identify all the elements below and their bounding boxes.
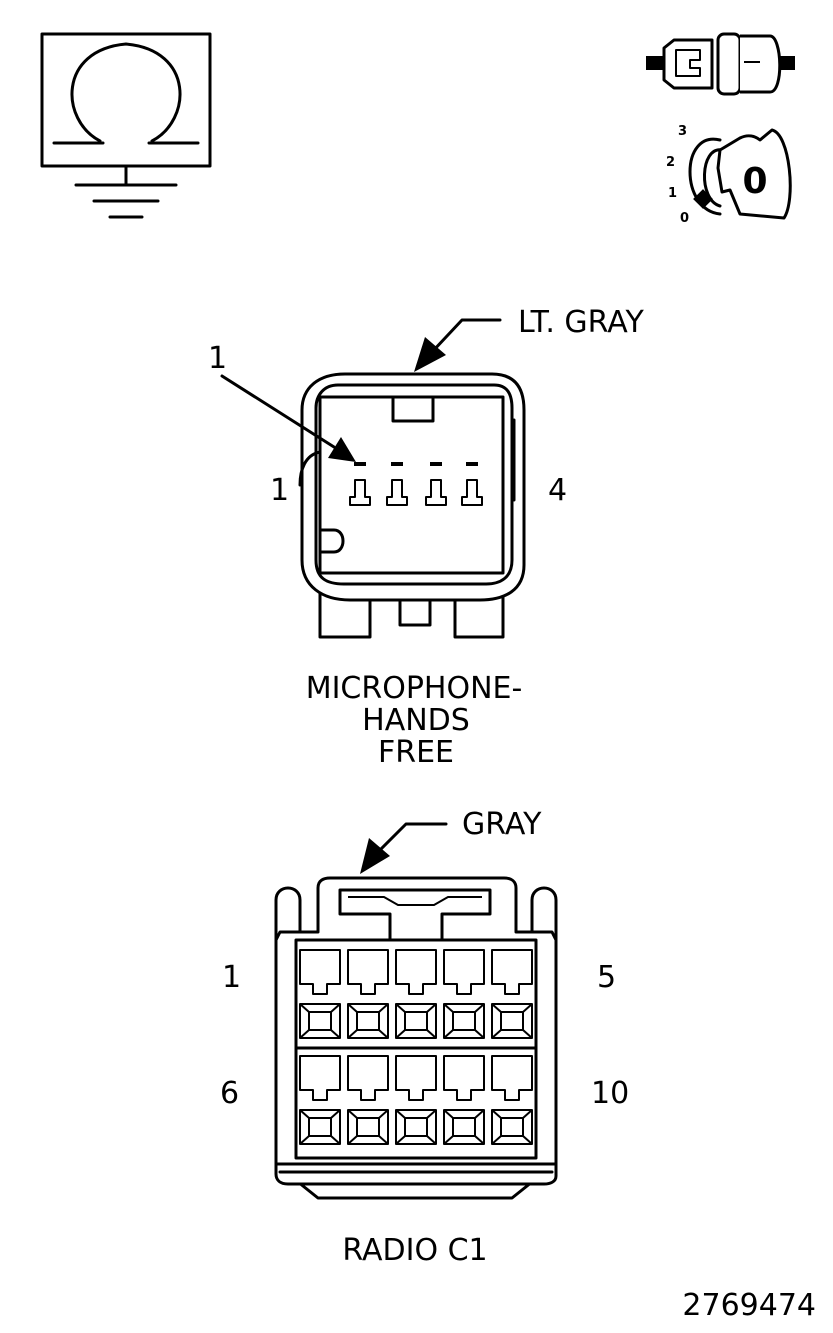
radio-connector-name: RADIO C1 — [342, 1233, 487, 1268]
radio-connector — [274, 876, 558, 1200]
microphone-pins — [349, 462, 483, 506]
microphone-color-label: LT. GRAY — [518, 305, 644, 340]
radio-cavity-2 — [347, 949, 389, 1039]
microphone-connector — [220, 318, 526, 639]
radio-cavity-6 — [299, 1055, 341, 1145]
radio-cavity-3 — [395, 949, 437, 1039]
disconnected-connector-icon — [646, 32, 795, 96]
radio-cavity-10 — [491, 1055, 533, 1145]
radio-color-label: GRAY — [462, 807, 542, 842]
microphone-name-line-1: MICROPHONE- — [306, 671, 523, 706]
radio-pin-6-label: 6 — [220, 1076, 239, 1111]
radio-pin-1-label: 1 — [222, 960, 241, 995]
ignition-position-0: 0 — [680, 211, 689, 226]
microphone-pin-1-label: 1 — [270, 473, 289, 508]
ohmmeter-ground-icon — [40, 32, 212, 219]
radio-cavity-4 — [443, 949, 485, 1039]
radio-cavity-9 — [443, 1055, 485, 1145]
ignition-key-off-icon: 0 3 2 1 0 — [666, 124, 792, 226]
microphone-name-line-3: FREE — [378, 735, 454, 770]
ignition-position-2: 2 — [666, 155, 675, 170]
ignition-position-1: 1 — [668, 186, 677, 201]
radio-cavity-8 — [395, 1055, 437, 1145]
radio-color-leader — [360, 822, 448, 874]
ignition-position-3: 3 — [678, 124, 687, 139]
figure-number: 2769474 — [682, 1288, 816, 1323]
key-position-label: 0 — [742, 161, 767, 202]
radio-cavity-7 — [347, 1055, 389, 1145]
radio-pin-10-label: 10 — [591, 1076, 629, 1111]
microphone-callout-number: 1 — [208, 341, 227, 376]
microphone-name-line-2: HANDS — [362, 703, 470, 738]
radio-cavity-5 — [491, 949, 533, 1039]
radio-cavity-1 — [299, 949, 341, 1039]
microphone-pin-4-label: 4 — [548, 473, 567, 508]
radio-pin-5-label: 5 — [597, 960, 616, 995]
